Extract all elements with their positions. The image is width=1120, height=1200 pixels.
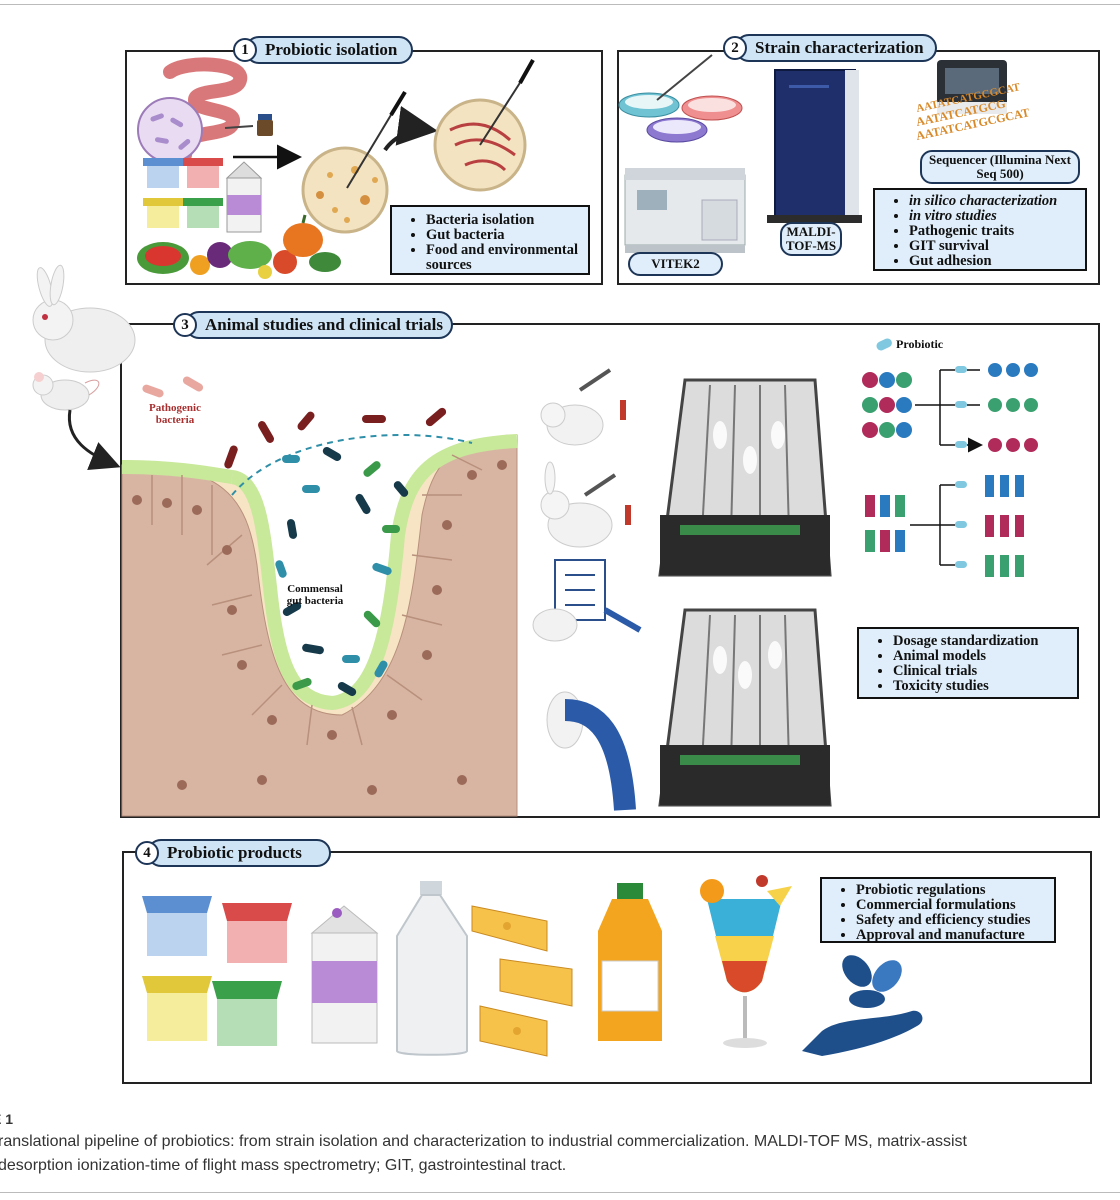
panel1-title: Probiotic isolation (265, 40, 398, 59)
panel2-bullets: in silico characterization in vitro stud… (875, 194, 1085, 269)
panel3-bullets-box: Dosage standardization Animal models Cli… (857, 627, 1079, 699)
sequencer-label: Sequencer (Illumina Next Seq 500) (920, 150, 1080, 184)
bullet-item: Gut bacteria (426, 228, 588, 243)
pathogenic-bacteria-cluster (142, 376, 447, 469)
bullet-item: in vitro studies (909, 209, 1085, 224)
rabbit-injection-icon (540, 461, 631, 548)
rabbit-icon (32, 264, 136, 373)
bullet-item: Clinical trials (893, 664, 1077, 679)
panel2-title-pill: 2 Strain characterization (723, 34, 937, 62)
mouse-group-results (988, 363, 1038, 452)
dna-sequence-text: AATATCATGCGCAT AATATCATGCG AATATCATGCGCA… (915, 81, 1031, 143)
mouse-group-mixed (862, 372, 912, 438)
intestinal-villus-illustration (121, 376, 518, 817)
panel4-number: 4 (135, 841, 159, 865)
top-rule (0, 4, 1120, 5)
bullet-item: Animal models (893, 649, 1077, 664)
mouse-checklist-icon (532, 559, 642, 642)
petri-dish-colonies-icon (301, 90, 407, 234)
panel1-number: 1 (233, 38, 257, 62)
bullet-item: Safety and efficiency studies (856, 913, 1054, 928)
bullet-item: Probiotic regulations (856, 883, 1054, 898)
bottom-rule (0, 1192, 1120, 1193)
bullet-item: Approval and manufacture (856, 928, 1054, 943)
commensal-bacteria-cluster (275, 447, 409, 696)
bacteria-magnifier-icon (137, 97, 203, 163)
panel1-bullets-box: Bacteria isolation Gut bacteria Food and… (390, 205, 590, 275)
commensal-label: Commensal gut bacteria (286, 583, 344, 607)
human-group-results (985, 475, 1024, 577)
maldi-label: MALDI-TOF-MS (780, 222, 842, 256)
panel3-title-pill: 3 Animal studies and clinical trials (173, 311, 453, 339)
animal-cages (658, 378, 832, 807)
panel1-bullets: Bacteria isolation Gut bacteria Food and… (392, 213, 588, 273)
caption-line-2: desorption ionization-time of flight mas… (0, 1157, 567, 1174)
juice-bottle-icon (598, 883, 662, 1041)
bullet-item: in silico characterization (909, 194, 1085, 209)
mouse-injection-icon (540, 368, 626, 446)
yogurt-cups-icon (142, 896, 292, 1046)
panel1-title-pill: 1 Probiotic isolation (233, 36, 413, 64)
panel1-illustration (137, 57, 535, 279)
culture-plates-icon (618, 54, 743, 143)
probiotic-capsule-icon (876, 338, 892, 351)
panel4-title-pill: 4 Probiotic products (135, 839, 331, 867)
cocktail-glass-icon (700, 875, 792, 1048)
panel4-bullets: Probiotic regulations Commercial formula… (822, 883, 1054, 943)
hand-pills-icon (802, 955, 923, 1056)
petri-dish-streak-icon (433, 59, 535, 192)
vitek2-machine-icon (624, 168, 746, 253)
mouse-handling-icon (546, 691, 636, 811)
panel4-products-illustration (142, 875, 923, 1057)
panel2-title: Strain characterization (755, 38, 924, 57)
bullet-item: Bacteria isolation (426, 213, 588, 228)
bullet-item: Gut adhesion (909, 254, 1085, 269)
maldi-tof-instrument-icon (767, 69, 862, 223)
panel4-title: Probiotic products (167, 843, 302, 862)
bullet-item: GIT survival (909, 239, 1085, 254)
fruits-vegetables-icon (137, 214, 341, 279)
panel2-illustration: AATATCATGCGCAT AATATCATGCG AATATCATGCGCA… (618, 54, 1031, 253)
bullet-item: Commercial formulations (856, 898, 1054, 913)
cage-bottom-icon (658, 608, 832, 807)
caption-line-1: ranslational pipeline of probiotics: fro… (0, 1133, 967, 1150)
milk-carton-icon (225, 161, 263, 233)
milk-bottle-icon (396, 881, 468, 1056)
sequencer-instrument-icon (937, 60, 1007, 114)
bullet-item: Pathogenic traits (909, 224, 1085, 239)
panel3-bullets: Dosage standardization Animal models Cli… (859, 634, 1077, 694)
sample-jar-icon (257, 114, 273, 136)
yogurt-cups-icon (143, 158, 223, 228)
treatment-groups-diagram (862, 363, 1038, 577)
intestine-icon (163, 57, 247, 162)
probiotic-legend-label: Probiotic (896, 337, 944, 351)
milk-carton-icon (310, 905, 379, 1044)
figure-label: E 1 (0, 1111, 14, 1127)
bullet-item: Food and environmental sources (426, 243, 588, 273)
lab-animals-column (532, 368, 642, 811)
vitek2-label: VITEK2 (628, 252, 723, 276)
cheese-icon (471, 905, 573, 1057)
cage-top-icon (658, 378, 832, 577)
animal-models-left (32, 264, 136, 471)
panel3-title: Animal studies and clinical trials (205, 315, 444, 334)
panel3-number: 3 (173, 313, 197, 337)
panel2-bullets-box: in silico characterization in vitro stud… (873, 188, 1087, 271)
panel2-number: 2 (723, 36, 747, 60)
bullet-item: Toxicity studies (893, 679, 1077, 694)
panel4-bullets-box: Probiotic regulations Commercial formula… (820, 877, 1056, 943)
human-group-mixed (865, 495, 905, 552)
mouse-icon (32, 372, 100, 411)
pathogenic-label: Pathogenic bacteria (149, 402, 201, 426)
bullet-item: Dosage standardization (893, 634, 1077, 649)
